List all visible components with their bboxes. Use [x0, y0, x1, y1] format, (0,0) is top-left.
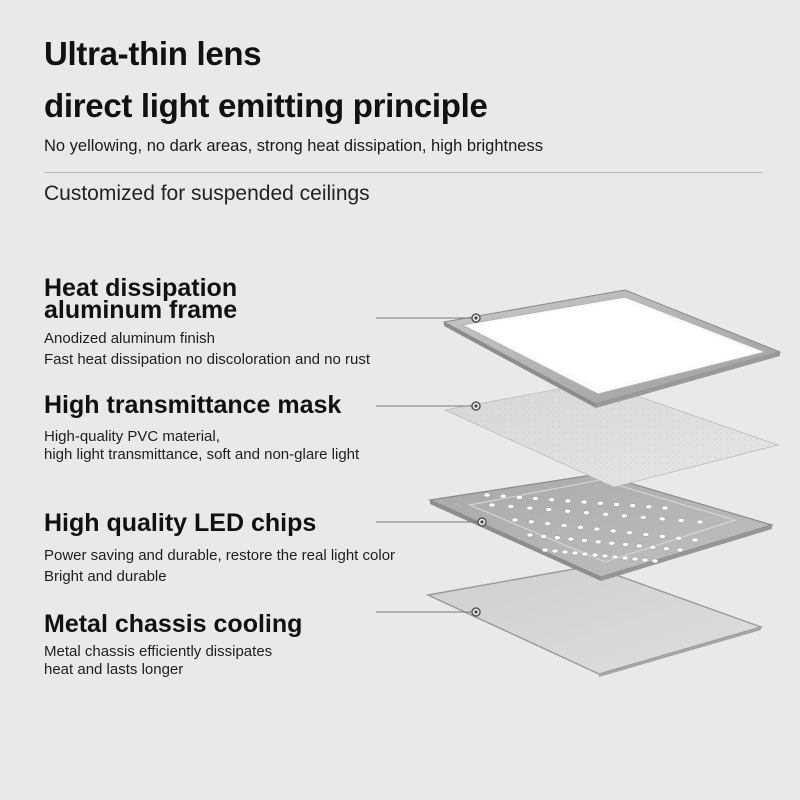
- feature-1-desc-line-1: Anodized aluminum finish: [44, 330, 215, 347]
- led-chip: [626, 530, 633, 535]
- led-chip: [659, 534, 666, 539]
- header-divider: [44, 172, 762, 173]
- led-chip: [571, 550, 579, 556]
- feature-2-desc-line-2: high light transmittance, soft and non-g…: [44, 446, 360, 463]
- led-chip: [645, 504, 653, 510]
- led-chip: [675, 535, 682, 541]
- led-chip: [526, 505, 534, 511]
- led-chip: [544, 521, 551, 526]
- led-chip: [507, 504, 515, 509]
- led-chip: [594, 539, 602, 545]
- led-chip: [611, 554, 619, 560]
- led-chip: [608, 540, 616, 546]
- led-chip: [613, 502, 620, 507]
- feature-3-desc-line-2: Bright and durable: [44, 568, 167, 585]
- led-chip: [551, 548, 559, 554]
- led-chip: [631, 556, 639, 562]
- led-chip: [560, 523, 568, 528]
- led-chip: [622, 542, 629, 547]
- feature-4-desc-line-2: heat and lasts longer: [44, 661, 184, 678]
- led-chip: [581, 551, 589, 557]
- led-chip: [548, 497, 555, 502]
- led-chip: [541, 547, 549, 553]
- led-chip: [649, 545, 656, 550]
- aluminum-frame-layer: [442, 289, 782, 408]
- metal-chassis-layer: [425, 565, 764, 677]
- leader-lines: [376, 317, 482, 613]
- led-chip: [564, 498, 572, 504]
- led-chip: [516, 495, 523, 500]
- led-board-layer: [427, 473, 775, 581]
- led-chip: [651, 558, 659, 564]
- led-chip: [545, 507, 552, 512]
- feature-3-title: High quality LED chips: [44, 509, 317, 537]
- feature-3-desc-line-1: Power saving and durable, restore the re…: [44, 547, 396, 564]
- led-chip: [691, 537, 699, 543]
- led-chip: [663, 546, 670, 551]
- led-chip: [641, 557, 649, 563]
- feature-2-desc-line-1: High-quality PVC material,: [44, 428, 220, 445]
- led-chip: [526, 532, 534, 538]
- led-chip: [532, 496, 539, 501]
- page-title-line-1: Ultra-thin lens: [44, 35, 262, 72]
- led-chip: [640, 515, 647, 520]
- led-chip: [676, 547, 684, 553]
- led-chip: [597, 501, 604, 506]
- mask-layer: [443, 381, 780, 488]
- led-chip-array: [483, 492, 704, 564]
- led-chip: [609, 528, 617, 534]
- led-chip: [677, 518, 685, 523]
- feature-1-title-line-1: Heat dissipation: [44, 274, 238, 302]
- led-chip: [528, 519, 535, 525]
- led-chip: [483, 492, 491, 498]
- feature-4-desc-line-1: Metal chassis efficiently dissipates: [44, 643, 273, 660]
- led-chip: [511, 517, 519, 523]
- led-chip: [629, 503, 636, 508]
- led-chip: [488, 502, 496, 508]
- feature-1-desc-line-2: Fast heat dissipation no discoloration a…: [44, 351, 371, 368]
- led-chip: [621, 555, 629, 561]
- led-chip: [621, 513, 628, 519]
- feature-1-title-line-2: aluminum frame: [44, 296, 238, 324]
- led-chip: [658, 516, 666, 522]
- led-chip: [554, 535, 561, 540]
- led-chip: [564, 508, 571, 514]
- led-chip: [696, 519, 704, 525]
- feature-2-title: High transmittance mask: [44, 391, 342, 419]
- led-chip: [577, 525, 584, 530]
- feature-4-title: Metal chassis cooling: [44, 610, 303, 638]
- led-chip: [499, 493, 507, 499]
- led-chip: [593, 526, 601, 532]
- page-title-line-2: direct light emitting principle: [44, 87, 488, 124]
- led-chip: [661, 505, 669, 511]
- led-chip: [580, 499, 588, 505]
- led-chip: [635, 543, 643, 549]
- led-chip: [540, 534, 547, 539]
- led-chip: [583, 510, 590, 515]
- led-chip: [561, 549, 569, 555]
- tagline: Customized for suspended ceilings: [44, 182, 370, 205]
- led-chip: [642, 532, 650, 537]
- led-chip: [591, 552, 599, 558]
- led-chip: [567, 536, 575, 542]
- leader-markers: [471, 313, 487, 617]
- page-subtitle: No yellowing, no dark areas, strong heat…: [44, 137, 543, 155]
- led-chip: [602, 512, 609, 517]
- led-chip: [601, 553, 609, 559]
- led-chip: [581, 538, 588, 543]
